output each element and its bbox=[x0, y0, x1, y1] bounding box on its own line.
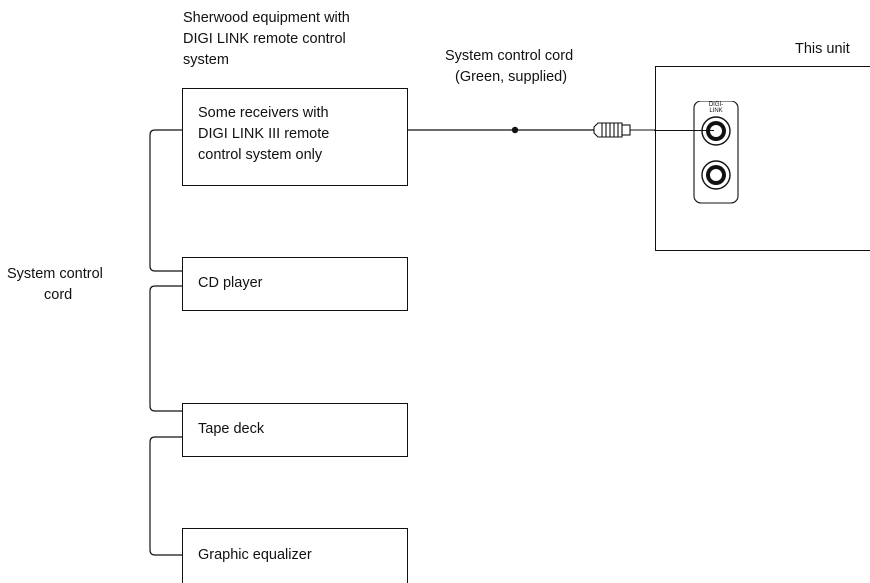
equipment-box-tape-deck: Tape deck bbox=[182, 403, 408, 457]
digi-link-jack-bottom-icon bbox=[701, 160, 731, 190]
sherwood-caption-line-3: system bbox=[183, 52, 229, 68]
plug-icon bbox=[593, 122, 714, 138]
side-cord-label-line-1: System control bbox=[7, 266, 103, 282]
sherwood-caption-line-2: DIGI LINK remote control bbox=[183, 31, 346, 47]
this-unit-label: This unit bbox=[795, 41, 850, 57]
cord-into-jack bbox=[654, 130, 714, 132]
this-unit-panel: DIGI- LINK bbox=[654, 66, 870, 251]
digi-link-jack-panel: DIGI- LINK bbox=[693, 101, 739, 204]
equipment-box-receiver: Some receivers with DIGI LINK III remote… bbox=[182, 88, 408, 186]
equipment-box-cd-player: CD player bbox=[182, 257, 408, 311]
equipment-label-line: Some receivers with bbox=[198, 105, 329, 121]
supplied-cord-label-line-1: System control cord bbox=[445, 48, 574, 64]
cord-cd-to-tape bbox=[149, 285, 182, 412]
jack-label-line-1: DIGI- bbox=[709, 102, 723, 108]
equipment-box-graphic-equalizer: Graphic equalizer bbox=[182, 528, 408, 583]
equipment-label: Tape deck bbox=[198, 421, 265, 437]
digi-link-jack-top-icon bbox=[701, 116, 731, 146]
supplied-cord-label-line-2: (Green, supplied) bbox=[455, 69, 568, 85]
equipment-label-line: DIGI LINK III remote bbox=[198, 126, 330, 142]
equipment-label: CD player bbox=[198, 275, 263, 291]
jack-label-line-2: LINK bbox=[709, 108, 722, 114]
cord-tape-to-equalizer bbox=[149, 436, 182, 556]
side-cord-label-line-2: cord bbox=[44, 287, 73, 303]
cord-receiver-to-cd bbox=[149, 129, 182, 272]
equipment-label-line: control system only bbox=[198, 147, 323, 163]
equipment-label: Graphic equalizer bbox=[198, 547, 312, 563]
sherwood-caption-line-1: Sherwood equipment with bbox=[183, 10, 350, 26]
cord-junction-dot bbox=[511, 126, 519, 134]
